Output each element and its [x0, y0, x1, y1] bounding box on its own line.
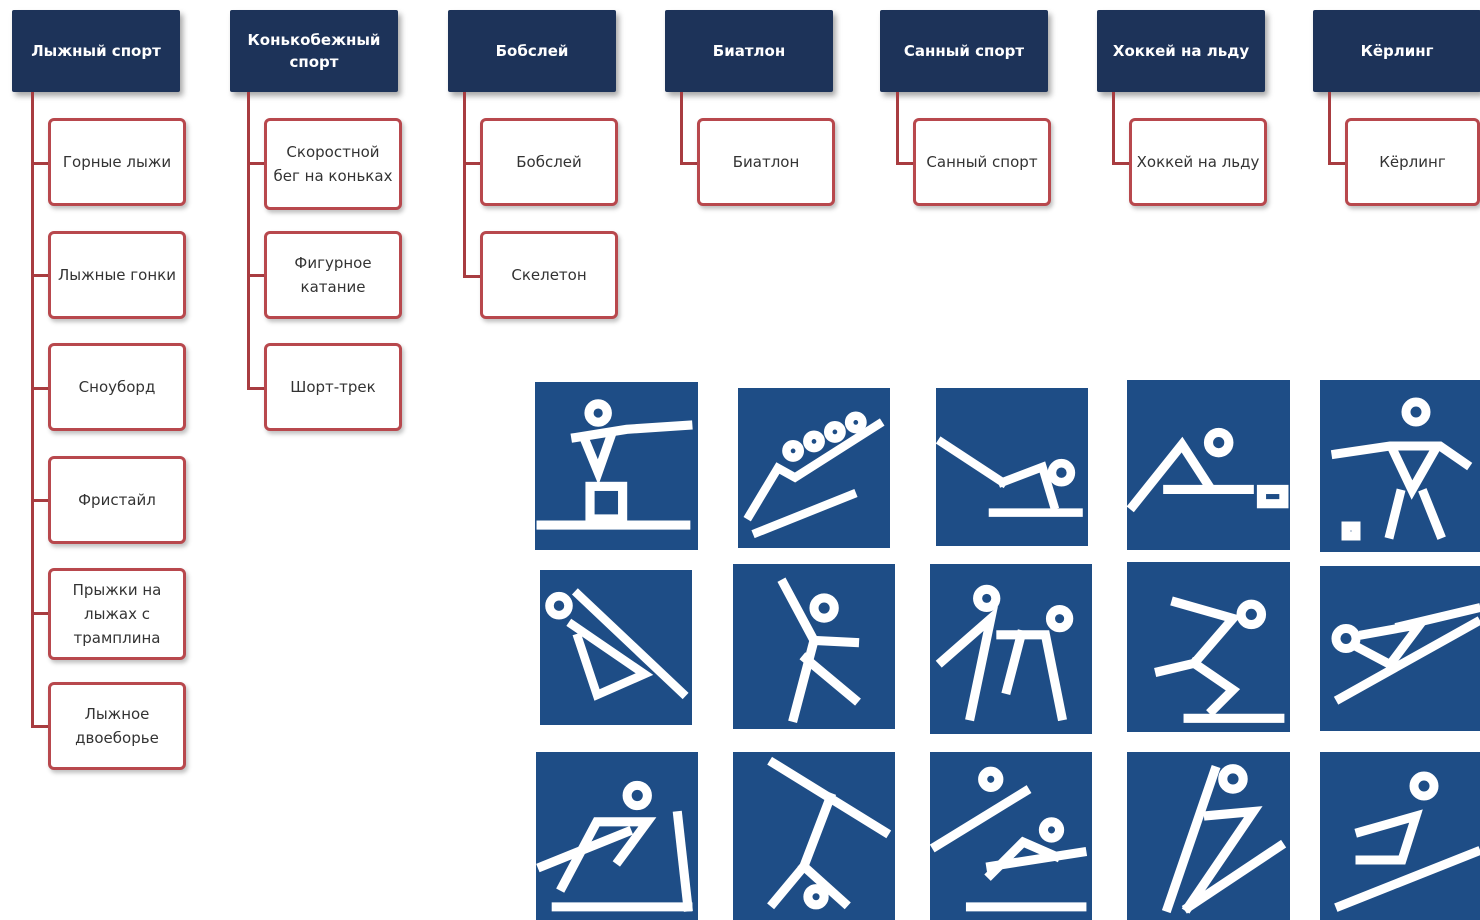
ski-jumping-pictogram-icon — [1127, 752, 1290, 920]
connector-line — [31, 499, 49, 502]
speed-skating-pictogram-icon — [1127, 562, 1290, 732]
discipline-box-alpine-skiing: Горные лыжи — [48, 118, 186, 206]
luge-pictogram-icon — [936, 388, 1088, 546]
category-header-biathlon: Биатлон — [665, 10, 833, 92]
category-header-luge: Санный спорт — [880, 10, 1048, 92]
connector-line — [463, 275, 481, 278]
curling-pictogram-icon — [1127, 380, 1290, 550]
discipline-box-curling: Кёрлинг — [1345, 118, 1480, 206]
freestyle-pictogram-icon — [733, 752, 895, 920]
connector-line — [680, 162, 698, 165]
connector-line — [247, 92, 250, 390]
discipline-box-speed-skating: Скоростной бег на коньках — [264, 118, 402, 210]
connector-line — [31, 92, 34, 728]
discipline-box-cross-country: Лыжные гонки — [48, 231, 186, 319]
discipline-box-short-track: Шорт-трек — [264, 343, 402, 431]
ice-hockey-pictogram-icon — [1320, 380, 1480, 552]
discipline-box-biathlon: Биатлон — [697, 118, 835, 206]
alpine-skiing-pictogram-icon — [1320, 566, 1480, 731]
bobsleigh-pictogram-icon — [738, 388, 890, 548]
connector-line — [247, 387, 265, 390]
category-header-skating: Конькобежный спорт — [230, 10, 398, 92]
discipline-box-skeleton: Скелетон — [480, 231, 618, 319]
figure-skating-pictogram-icon — [733, 564, 895, 729]
connector-line — [31, 725, 49, 728]
connector-line — [31, 387, 49, 390]
discipline-box-freestyle: Фристайл — [48, 456, 186, 544]
cross-country-pictogram-icon — [536, 752, 698, 920]
connector-line — [247, 274, 265, 277]
discipline-box-snowboard: Сноуборд — [48, 343, 186, 431]
short-track-pictogram-icon — [930, 564, 1092, 734]
connector-line — [1112, 92, 1115, 165]
discipline-box-luge: Санный спорт — [913, 118, 1051, 206]
connector-line — [1112, 162, 1130, 165]
connector-line — [463, 92, 466, 278]
nordic-combined-pictogram-icon — [930, 752, 1092, 920]
connector-line — [463, 162, 481, 165]
connector-line — [1328, 92, 1331, 165]
connector-line — [247, 162, 265, 165]
biathlon-pictogram-icon — [535, 382, 698, 550]
discipline-box-ski-jumping: Прыжки на лыжах с трамплина — [48, 568, 186, 660]
connector-line — [31, 162, 49, 165]
discipline-box-bobsleigh: Бобслей — [480, 118, 618, 206]
discipline-box-figure-skating: Фигурное катание — [264, 231, 402, 319]
discipline-box-nordic-combined: Лыжное двоеборье — [48, 682, 186, 770]
connector-line — [31, 274, 49, 277]
category-header-bobsleigh: Бобслей — [448, 10, 616, 92]
skeleton-pictogram-icon — [540, 570, 692, 725]
discipline-box-ice-hockey: Хоккей на льду — [1129, 118, 1267, 206]
connector-line — [896, 92, 899, 165]
snowboard-pictogram-icon — [1320, 752, 1480, 920]
category-header-curling: Кёрлинг — [1313, 10, 1480, 92]
category-header-skiing: Лыжный спорт — [12, 10, 180, 92]
connector-line — [31, 612, 49, 615]
connector-line — [680, 92, 683, 165]
category-header-hockey: Хоккей на льду — [1097, 10, 1265, 92]
connector-line — [1328, 162, 1346, 165]
connector-line — [896, 162, 914, 165]
